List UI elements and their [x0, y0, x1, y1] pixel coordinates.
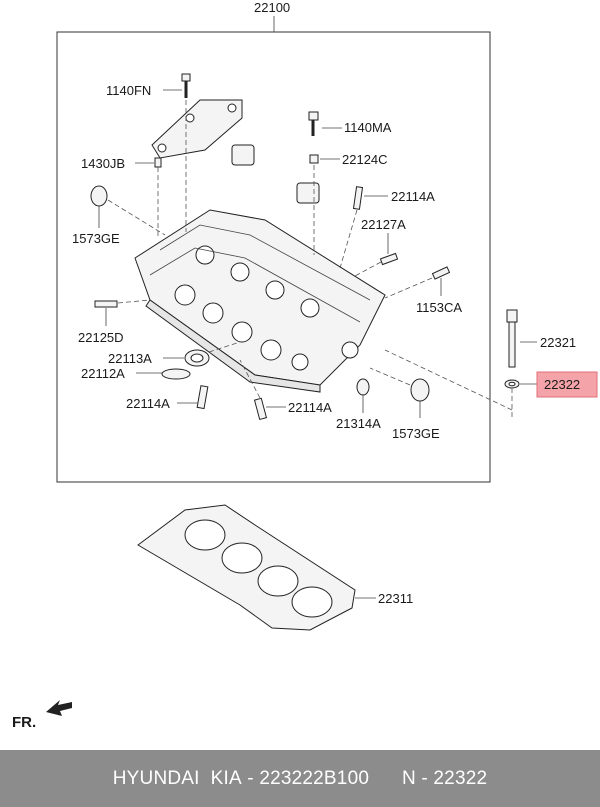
dowel-22114a-top — [352, 186, 364, 210]
highlight-22322 — [536, 371, 598, 398]
assembly-frame — [56, 31, 491, 483]
bolt-1140ma — [308, 111, 319, 136]
footer-bar: HYUNDAI KIA - 223222B100 N - 22322 — [0, 750, 600, 807]
label-22114a-mid[interactable]: 22114A — [288, 400, 332, 415]
head-gasket — [137, 504, 356, 631]
cam-cap-1 — [231, 144, 255, 166]
label-22112a[interactable]: 22112A — [81, 366, 125, 381]
label-1140fn[interactable]: 1140FN — [106, 83, 151, 98]
bolt-1140fn — [181, 73, 191, 98]
footer-part-number: 223222B100 — [259, 767, 370, 789]
label-22322[interactable]: 22322 — [544, 377, 580, 392]
dowel-22114a-left — [196, 385, 209, 410]
dowel-22114a-mid — [253, 397, 268, 421]
label-1430jb[interactable]: 1430JB — [81, 156, 125, 171]
label-22125d[interactable]: 22125D — [78, 330, 124, 345]
plug-1573ge-left — [90, 185, 108, 207]
footer-brand: HYUNDAI KIA — [112, 767, 242, 789]
cam-cap-2 — [296, 182, 320, 204]
cylinder-head — [134, 209, 386, 393]
label-22127a[interactable]: 22127A — [361, 217, 406, 232]
footer-sep: - — [241, 767, 260, 789]
label-1573ge-left[interactable]: 1573GE — [72, 231, 120, 246]
label-22114a-top[interactable]: 22114A — [391, 189, 435, 204]
pin-1430jb — [154, 157, 162, 168]
front-arrow-icon — [46, 700, 72, 716]
cam-bracket — [151, 99, 243, 159]
footer-n-value: 22322 — [433, 767, 488, 789]
label-21314a[interactable]: 21314A — [336, 416, 381, 431]
label-1153ca[interactable]: 1153CA — [416, 300, 462, 315]
label-22114a-left[interactable]: 22114A — [126, 396, 170, 411]
seal-22112a — [161, 368, 191, 380]
footer-sep2: - — [415, 767, 434, 789]
pin-22125d — [94, 300, 118, 308]
direction-label: FR. — [12, 714, 36, 731]
plug-21314a — [356, 378, 370, 396]
footer-n-label: N — [401, 767, 416, 789]
label-1573ge-right[interactable]: 1573GE — [392, 426, 440, 441]
label-22124c[interactable]: 22124C — [342, 152, 388, 167]
label-22321[interactable]: 22321 — [540, 335, 576, 350]
label-1140ma[interactable]: 1140MA — [344, 120, 392, 135]
plug-1573ge-right — [410, 378, 430, 402]
pin-22127a — [379, 252, 399, 266]
exploded-parts-diagram: 22100 1140FN 1430JB 1 — [12, 0, 598, 731]
pin-22124c — [309, 154, 319, 164]
footer-gap — [369, 768, 402, 790]
label-22311[interactable]: 22311 — [378, 591, 413, 606]
label-22100[interactable]: 22100 — [254, 0, 290, 15]
head-bolt-22321 — [506, 309, 518, 368]
label-22113a[interactable]: 22113A — [108, 351, 152, 366]
pin-1153ca — [431, 266, 451, 280]
